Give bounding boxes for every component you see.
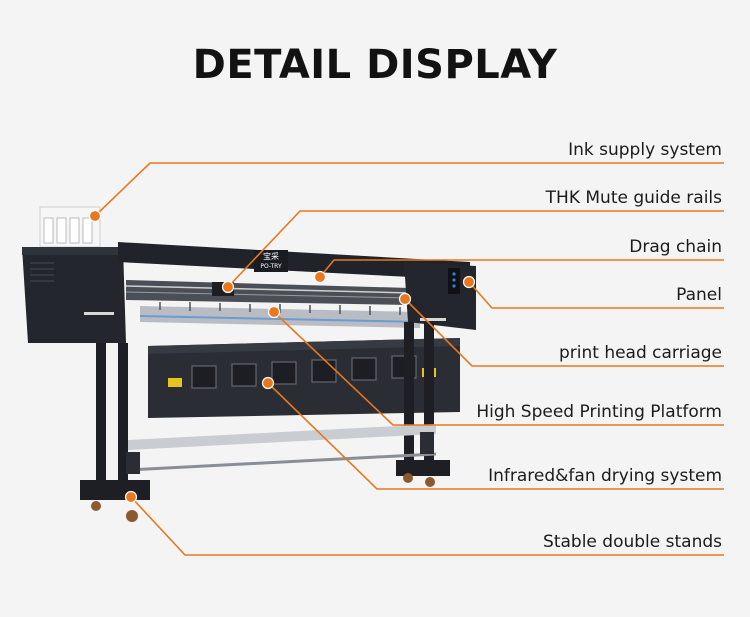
callout-drag-chain: Drag chain [629,237,722,257]
callout-high-speed-printing-platform: High Speed Printing Platform [476,402,722,422]
brand-cn: 宝采 [263,251,279,261]
callout-print-head-carriage: print head carriage [558,343,722,363]
callout-lines [94,162,724,556]
brand-logo: 宝采 PO-TRY [254,250,288,272]
brand-name: PO-TRY [260,263,282,270]
callout-stable-double-stands: Stable double stands [543,532,722,552]
callout-thk-mute-guide-rails: THK Mute guide rails [545,188,722,208]
callout-dots [88,209,476,504]
callout-panel: Panel [676,285,722,305]
dryer-unit [148,338,460,418]
callout-ink-supply-system: Ink supply system [568,140,722,160]
page-title: DETAIL DISPLAY [192,42,558,88]
callout-infrared-fan-drying-system: Infrared&fan drying system [488,466,722,486]
